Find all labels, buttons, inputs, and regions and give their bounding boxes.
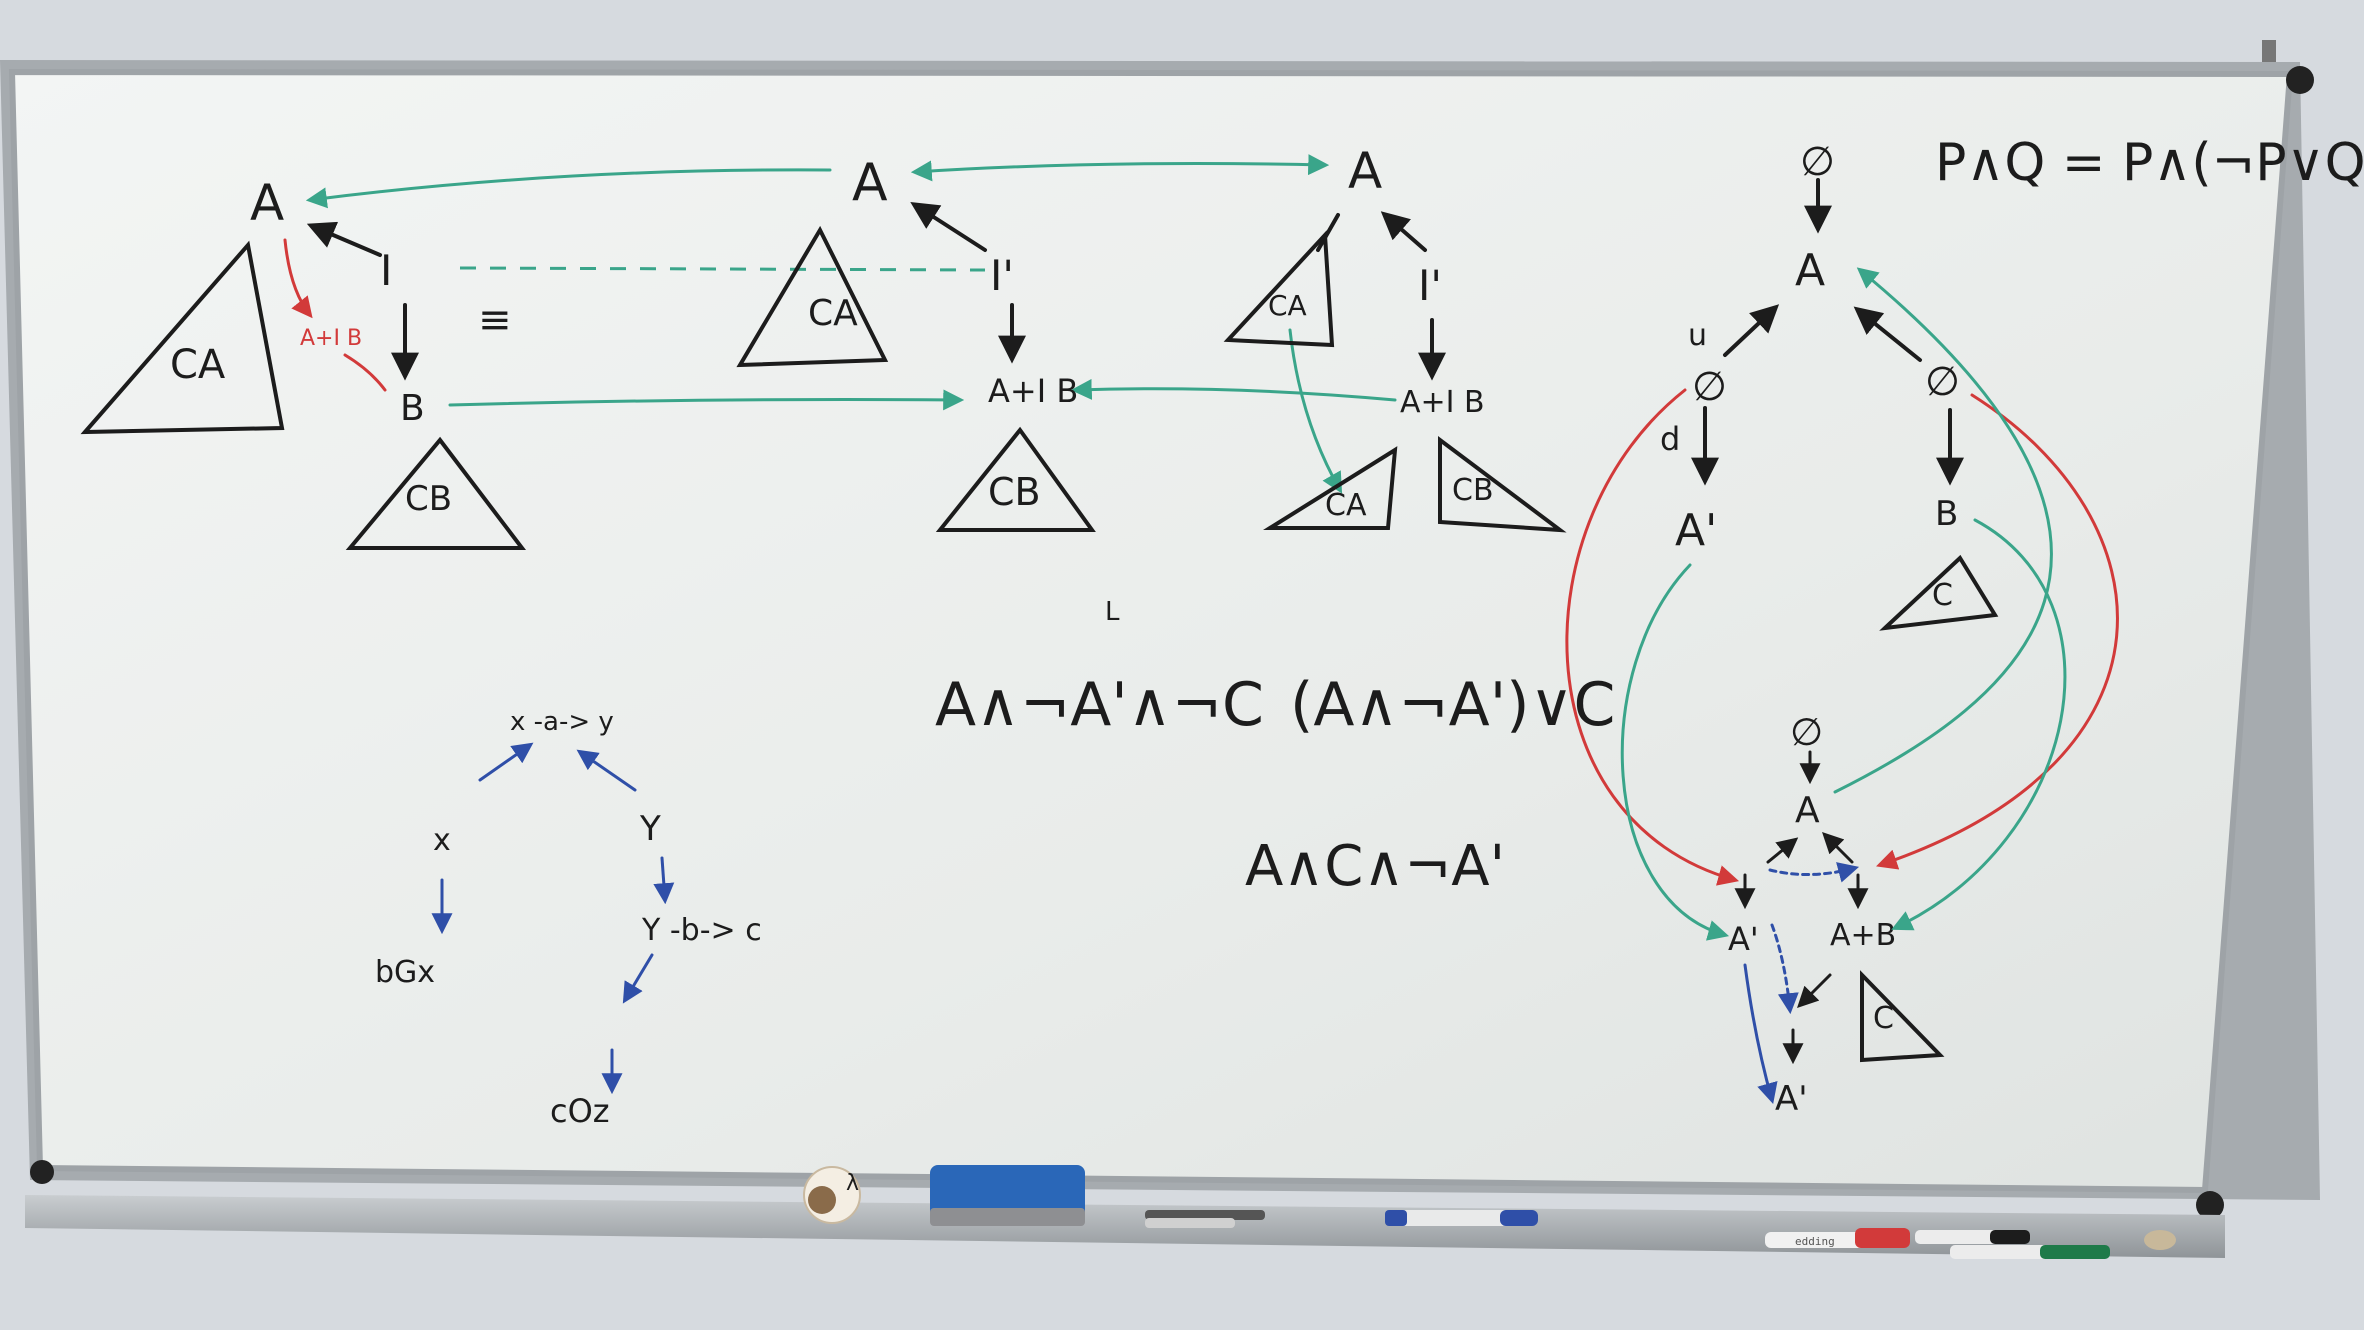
empty-set: ∅ bbox=[1790, 710, 1823, 754]
magnet-label: λ bbox=[846, 1171, 859, 1196]
node-A: A bbox=[852, 153, 888, 213]
corner-cap bbox=[2286, 66, 2314, 94]
node-B: B bbox=[1935, 494, 1958, 534]
label-bGx: bGx bbox=[375, 955, 435, 990]
top-x-a-y: x -a-> y bbox=[510, 707, 614, 737]
wall-hook bbox=[2262, 40, 2276, 62]
tray-items: λ edding bbox=[803, 40, 2276, 1259]
label-Y-b-c: Y -b-> c bbox=[641, 913, 762, 948]
marker-blue[interactable] bbox=[1385, 1210, 1538, 1226]
node-B: B bbox=[400, 388, 425, 429]
node-A-plus-B: A+I B bbox=[988, 372, 1078, 410]
tri-CA-top-label: CA bbox=[1268, 289, 1307, 322]
formula-2: (A∧¬A')∨C bbox=[1290, 670, 1615, 740]
diagram-far-right-top: ∅ A u ∅ d A' ∅ B C bbox=[1660, 139, 1999, 631]
node-A: A bbox=[1795, 245, 1825, 296]
node-I-prime: I' bbox=[990, 251, 1014, 300]
marker-brand: edding bbox=[1795, 1235, 1835, 1248]
diagram-top-left: A CA I B CB A+I B ≡ bbox=[80, 174, 527, 550]
connectors-green bbox=[305, 154, 1397, 494]
node-I: I bbox=[380, 246, 392, 295]
lambda-magnet[interactable]: λ bbox=[803, 1166, 861, 1224]
marker-black[interactable] bbox=[1915, 1230, 2030, 1244]
empty-set-right: ∅ bbox=[1925, 359, 1960, 405]
marker-tray bbox=[25, 1195, 2225, 1258]
tri-C-label: C bbox=[1932, 578, 1953, 613]
node-I-prime: I' bbox=[1418, 261, 1442, 310]
formula-corner: P∧Q = P∧(¬P∨Q) bbox=[1935, 133, 2364, 193]
label-cOz: cOz bbox=[550, 1092, 610, 1130]
equiv-sign: ≡ bbox=[478, 297, 512, 343]
empty-set-left: ∅ bbox=[1692, 364, 1727, 410]
tri-CA-label: CA bbox=[808, 293, 858, 334]
label-Y: Y bbox=[639, 809, 661, 849]
formula-1: A∧¬A'∧¬C bbox=[935, 670, 1264, 740]
whiteboard bbox=[0, 60, 2320, 1219]
node-A-prime: A' bbox=[1728, 920, 1759, 958]
empty-set: ∅ bbox=[1800, 139, 1835, 185]
corner-cap bbox=[30, 1160, 54, 1184]
middle-formulas: L A∧¬A'∧¬C (A∧¬A')∨C A∧C∧¬A' bbox=[935, 597, 1615, 899]
label-x: x bbox=[433, 823, 451, 858]
marker-green[interactable] bbox=[1950, 1245, 2110, 1259]
diagram-top-right: A CA I' A+I B CA CB bbox=[1223, 142, 1567, 533]
tri-CB-label: CB bbox=[1452, 473, 1494, 508]
label-d: d bbox=[1660, 420, 1680, 458]
tri-C-label: C bbox=[1873, 1001, 1894, 1036]
tri-CA-bottom-label: CA bbox=[1325, 488, 1367, 523]
node-A: A bbox=[1795, 790, 1820, 831]
marker-red[interactable]: edding bbox=[1765, 1228, 1910, 1248]
tri-CB-label: CB bbox=[988, 470, 1041, 514]
node-A: A bbox=[1348, 142, 1382, 200]
label-u: u bbox=[1688, 318, 1707, 353]
red-label-A-plus-B: A+I B bbox=[300, 326, 362, 351]
tri-CB-label: CB bbox=[405, 479, 452, 519]
node-A-plus-B: A+B bbox=[1830, 918, 1896, 953]
eraser[interactable] bbox=[930, 1165, 1085, 1226]
mark-L: L bbox=[1105, 597, 1120, 627]
corner-cap bbox=[2196, 1191, 2224, 1219]
arcs-far-right bbox=[1565, 267, 2119, 941]
eraser-piece bbox=[2144, 1230, 2176, 1250]
formula-3: A∧C∧¬A' bbox=[1245, 834, 1505, 899]
node-A-plus-B: A+I B bbox=[1400, 385, 1485, 420]
marker-small[interactable] bbox=[1145, 1210, 1265, 1228]
diagram-far-right-bottom: ∅ A A' A+B A' C bbox=[1728, 710, 1945, 1119]
node-A-prime-2: A' bbox=[1775, 1079, 1808, 1119]
tri-CA-label: CA bbox=[170, 342, 226, 388]
node-A: A bbox=[250, 174, 284, 232]
diagram-top-middle: A CA I' A+I B CB bbox=[736, 153, 1096, 532]
diagram-bottom-left: x -a-> y x Y bGx Y -b-> c cOz bbox=[375, 707, 762, 1130]
node-A-prime: A' bbox=[1675, 505, 1717, 556]
